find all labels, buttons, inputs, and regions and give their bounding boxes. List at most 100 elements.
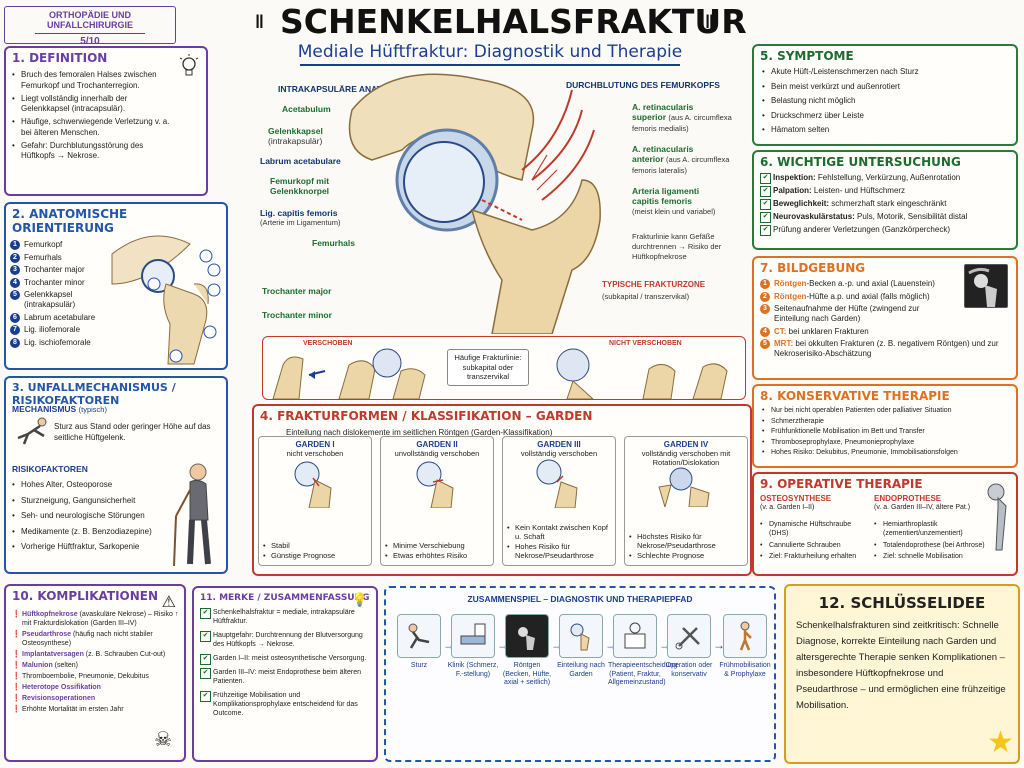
list-item: ❗Pseudarthrose (häufig nach nicht stabil… <box>12 631 153 647</box>
list-item: Prüfung anderer Verletzungen (Ganzkörper… <box>760 225 1010 236</box>
list-item: Garden I–II: meist osteosynthetische Ver… <box>200 654 370 665</box>
osteosynthesis-list: Dynamische Hüftschraube (DHS) Cannuliert… <box>758 520 872 564</box>
osteosynthesis-sub: (v. a. Garden I–II) <box>760 504 815 511</box>
category-tag: ORTHOPÄDIE UND UNFALLCHIRURGIE 5/10 <box>4 6 176 47</box>
list-item: Schmerztherapie <box>760 417 1010 426</box>
list-item: Bruch des femoralen Halses zwischen Femu… <box>10 70 175 91</box>
arrow-icon: → <box>713 638 725 652</box>
list-item: Hämatom selten <box>760 125 1010 136</box>
title-underline <box>300 64 680 66</box>
conservative-panel: 8. KONSERVATIVE THERAPIE Nur bei nicht o… <box>752 384 1018 468</box>
conservative-list: Nur bei nicht operablen Patienten oder p… <box>754 404 1016 461</box>
list-item: Sturzneigung, Gangunsicherheit <box>10 496 160 507</box>
exam-list: Inspektion: Fehlstellung, Verkürzung, Au… <box>754 170 1016 241</box>
list-item: Beweglichkeit: schmerzhaft stark eingesc… <box>760 199 1010 210</box>
label-kapsel: Gelenkkapsel <box>268 126 323 136</box>
summary-list: Schenkelhalsfraktur = mediale, intrakaps… <box>194 604 376 727</box>
list-item: ❗Hüftkopfnekrose (avaskuläre Nekrose) – … <box>12 611 179 627</box>
definition-title: 1. DEFINITION <box>12 51 108 65</box>
label-tmin: Trochanter minor <box>262 310 332 320</box>
list-item: ❗Erhöhte Mortalität im ersten Jahr <box>12 706 124 713</box>
pathway-panel: ZUSAMMENSPIEL – DIAGNOSTIK UND THERAPIEP… <box>384 586 776 762</box>
displaced-femur-illustration <box>272 348 426 399</box>
list-item: ❗Revisionsoperationen <box>12 695 96 702</box>
symptoms-list: Akute Hüft-/Leistenschmerzen nach Sturz … <box>754 64 1016 143</box>
list-item: Frühzeitige Mobilisation und Komplikatio… <box>200 691 370 718</box>
operative-title: 9. OPERATIVE THERAPIE <box>760 477 923 491</box>
list-item: Hohes Risiko: Dekubitus, Pneumonie, Immo… <box>760 448 1010 457</box>
key-idea-panel: 12. SCHLÜSSELIDEE Schenkelhalsfrakturen … <box>784 584 1020 764</box>
list-item: Druckschmerz über Leiste <box>760 111 1010 122</box>
conservative-title: 8. KONSERVATIVE THERAPIE <box>760 389 950 403</box>
pathway-step-mobilisation: Frühmobilisation & Prophylaxe <box>718 614 772 679</box>
pathway-step-classification: Einteilung nach Garden <box>554 614 608 679</box>
fracture-line-note: Häufige Frakturlinie: subkapital oder tr… <box>447 349 529 386</box>
pathway-step-xray: Röntgen (Becken, Hüfte, axial + seitlich… <box>500 614 554 688</box>
risk-list: Hohes Alter, Osteoporose Sturzneigung, G… <box>10 480 160 558</box>
key-idea-title: 12. SCHLÜSSELIDEE <box>818 594 986 612</box>
list-item: Hohes Alter, Osteoporose <box>10 480 160 491</box>
title-rays: ‖ <box>255 12 264 32</box>
list-item: Schenkelhalsfraktur = mediale, intrakaps… <box>200 608 370 626</box>
list-item: Liegt vollständig innerhalb der Gelenkka… <box>10 94 175 115</box>
definition-panel: 1. DEFINITION Bruch des femoralen Halses… <box>4 46 208 196</box>
garden-2-illustration <box>416 461 454 509</box>
list-item: ❗Malunion (selten) <box>12 662 79 669</box>
lightbulb-icon: 💡 <box>351 592 368 607</box>
skull-icon: ☠ <box>154 729 172 751</box>
symptoms-panel: 5. SYMPTOME Akute Hüft-/Leistenschmerzen… <box>752 44 1018 146</box>
title-rays: ‖ <box>705 12 714 32</box>
imaging-title: 7. BILDGEBUNG <box>760 261 866 275</box>
list-item: Belastung nicht möglich <box>760 96 1010 107</box>
list-item: Frühfunktionelle Mobilisation im Bett un… <box>760 427 1010 436</box>
page-title: SCHENKELHALSFRAKTUR <box>280 2 747 41</box>
definition-list: Bruch des femoralen Halses zwischen Femu… <box>6 66 181 162</box>
garden-4-illustration <box>658 467 710 509</box>
exam-title: 6. WICHTIGE UNTERSUCHUNG <box>760 155 961 169</box>
mechanism-text: Sturz aus Stand oder geringer Höhe auf d… <box>54 422 211 442</box>
garden-1-illustration <box>294 461 332 509</box>
exam-panel: 6. WICHTIGE UNTERSUCHUNG Inspektion: Feh… <box>752 150 1018 250</box>
hip-prosthesis-icon <box>987 483 1007 551</box>
hip-orientation-illustration <box>111 235 221 365</box>
xray-thumbnail <box>964 264 1008 308</box>
list-item: Garden III–IV: meist Endoprothese beim ä… <box>200 668 370 686</box>
pathway-step-clinic: Klinik (Schmerz, F.-stellung) <box>446 614 500 679</box>
complications-list: ❗Hüftkopfnekrose (avaskuläre Nekrose) – … <box>12 610 182 716</box>
list-item: ❗Thromboembolie, Pneumonie, Dekubitus <box>12 673 149 680</box>
label-fracture-zone-sub: (subkapital / transzervikal) <box>602 292 690 301</box>
category-label: ORTHOPÄDIE UND UNFALLCHIRURGIE <box>47 10 133 30</box>
pathway-step-fall: Sturz <box>392 614 446 671</box>
anatomy-section: INTRAKAPSULÄRE ANATOMIE DURCHBLUTUNG DES… <box>212 70 752 334</box>
list-item: Thromboseprophylaxe, Pneumonieprophylaxe <box>760 438 1010 447</box>
label-kopf: Femurkopf mit <box>270 176 330 186</box>
label-kapsel2: (intrakapsulär) <box>268 136 323 146</box>
label-kopf2: Gelenkknorpel <box>270 186 330 196</box>
osteosynthesis-heading: OSTEOSYNTHESE <box>760 494 832 503</box>
garden-title: 4. FRAKTURFORMEN / KLASSIFIKATION – GARD… <box>260 409 593 423</box>
list-item: Vorherige Hüftfraktur, Sarkopenie <box>10 542 160 553</box>
risk-heading: RISIKOFAKTOREN <box>12 464 88 474</box>
operative-panel: 9. OPERATIVE THERAPIE OSTEOSYNTHESE (v. … <box>752 472 1018 576</box>
summary-panel: 11. MERKE / ZUSAMMENFASSUNG 💡 Schenkelha… <box>192 586 378 762</box>
page-subtitle: Mediale Hüftfraktur: Diagnostik und Ther… <box>297 42 683 62</box>
mechanism-title: 3. UNFALLMECHANISMUS / RISIKOFAKTOREN <box>12 381 176 407</box>
pathway-step-operation: Operation oder konservativ <box>662 614 716 679</box>
non-displaced-label: NICHT VERSCHOBEN <box>609 340 682 347</box>
list-item: Gefahr: Durchblutungsstörung des Hüftkop… <box>10 141 175 162</box>
